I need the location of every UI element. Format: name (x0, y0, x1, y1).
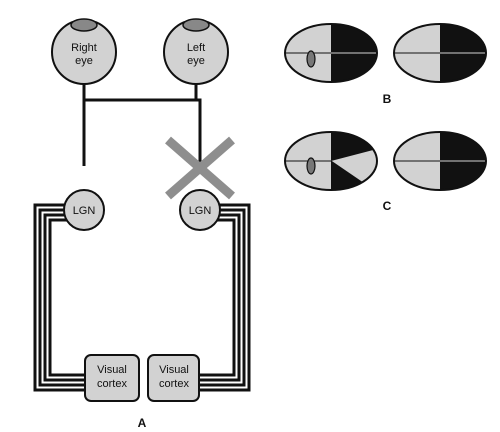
blind-spot (306, 50, 316, 68)
left-eye: Left eye (163, 18, 229, 85)
left-eye-label-line2: eye (187, 55, 205, 67)
lesion-x-marker (165, 136, 235, 200)
right-visual-cortex: Visual cortex (147, 354, 200, 402)
right-lgn-label: LGN (189, 205, 212, 217)
left-eye-label-line1: Left (187, 42, 205, 54)
right-cortex-label-line2: cortex (159, 378, 189, 390)
visual-field-b-right (393, 23, 487, 83)
right-eye: Right eye (51, 18, 117, 85)
panel-label-c: C (383, 199, 392, 213)
optic-pathways (82, 83, 202, 166)
right-eye-pupil (70, 18, 98, 32)
blind-spot (306, 157, 316, 175)
visual-field-b-left (284, 23, 378, 83)
right-radiation-bundle (197, 203, 251, 392)
left-lgn: LGN (63, 189, 105, 231)
left-cortex-label-line2: cortex (97, 378, 127, 390)
left-cortex-label-line1: Visual (97, 364, 127, 376)
visual-field-c-right (393, 131, 487, 191)
left-eye-pathway (82, 83, 198, 166)
panel-label-a: A (138, 416, 147, 430)
visual-field-c-left (284, 131, 378, 191)
left-lgn-label: LGN (73, 205, 96, 217)
right-eye-label-line1: Right (71, 42, 97, 54)
left-eye-pupil (182, 18, 210, 32)
right-eye-label-line2: eye (75, 55, 93, 67)
left-visual-cortex: Visual cortex (84, 354, 140, 402)
right-lgn: LGN (179, 189, 221, 231)
panel-label-b: B (383, 92, 392, 106)
optic-radiations (33, 203, 251, 392)
right-cortex-label-line1: Visual (159, 364, 189, 376)
left-radiation-bundle (33, 203, 85, 392)
